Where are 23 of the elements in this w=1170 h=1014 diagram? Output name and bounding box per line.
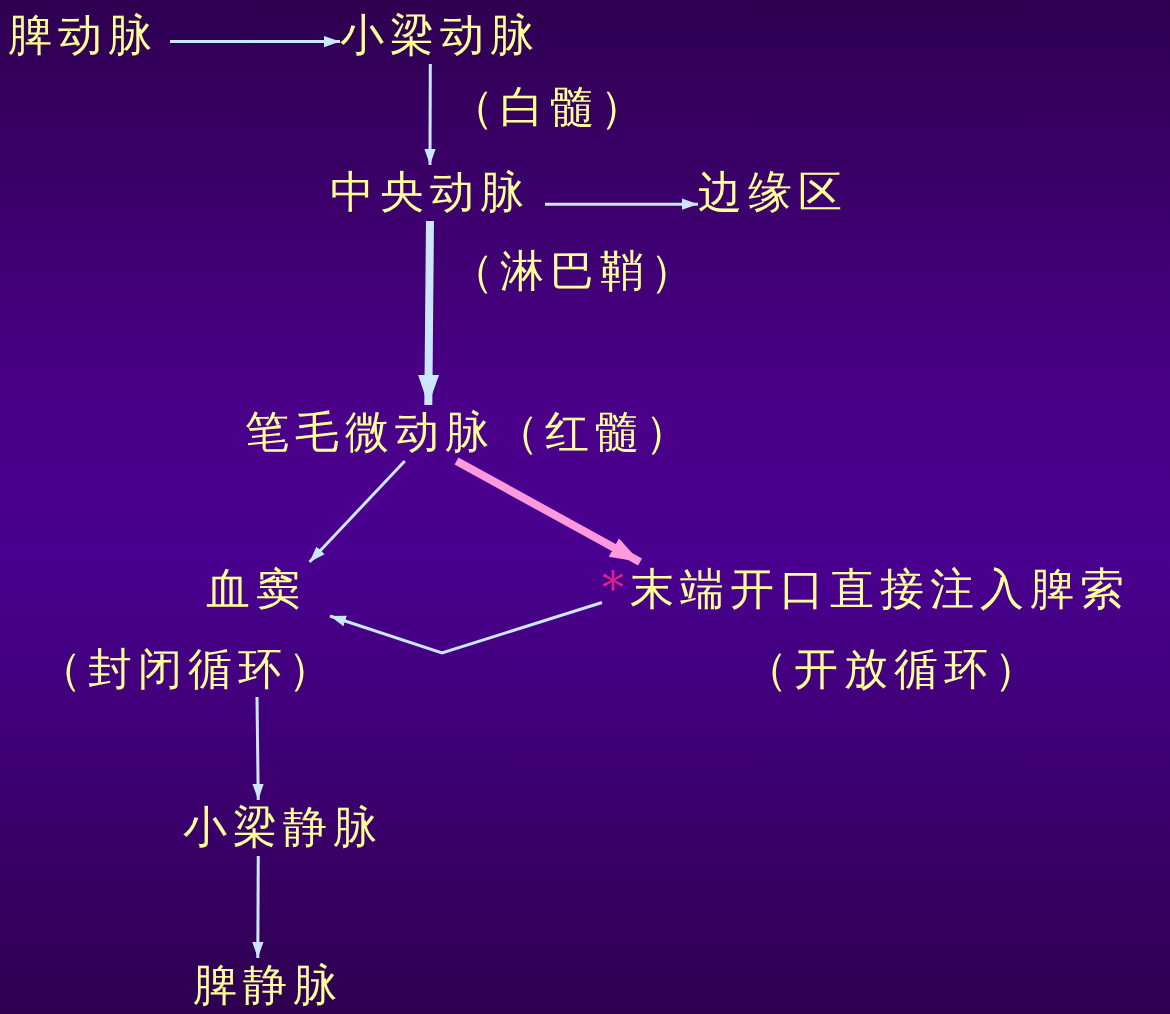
edge-label: （淋巴鞘）	[450, 244, 700, 298]
node-caption: （封闭循环）	[38, 642, 338, 696]
arrow	[545, 198, 698, 210]
node-label: 中央动脉	[330, 165, 530, 219]
arrow	[170, 36, 340, 48]
node-label: 脾动脉	[8, 8, 158, 62]
arrow	[252, 856, 264, 958]
node-label: 血窦	[206, 562, 306, 616]
arrow	[454, 457, 642, 566]
asterisk-mark: *	[602, 562, 630, 616]
edge-label: （白髓）	[450, 80, 650, 134]
arrow	[308, 459, 406, 564]
node-label: 笔毛微动脉（红髓）	[245, 405, 695, 459]
node-caption: （开放循环）	[744, 642, 1044, 696]
arrow	[329, 601, 603, 655]
node-label: 脾静脉	[193, 958, 343, 1012]
arrow	[418, 220, 440, 406]
node-label: 边缘区	[698, 165, 848, 219]
node-label: 末端开口直接注入脾索	[630, 562, 1130, 616]
node-label: 小梁静脉	[183, 800, 383, 854]
node-label: 小梁动脉	[340, 8, 540, 62]
arrow	[424, 64, 436, 165]
arrow	[252, 696, 264, 801]
